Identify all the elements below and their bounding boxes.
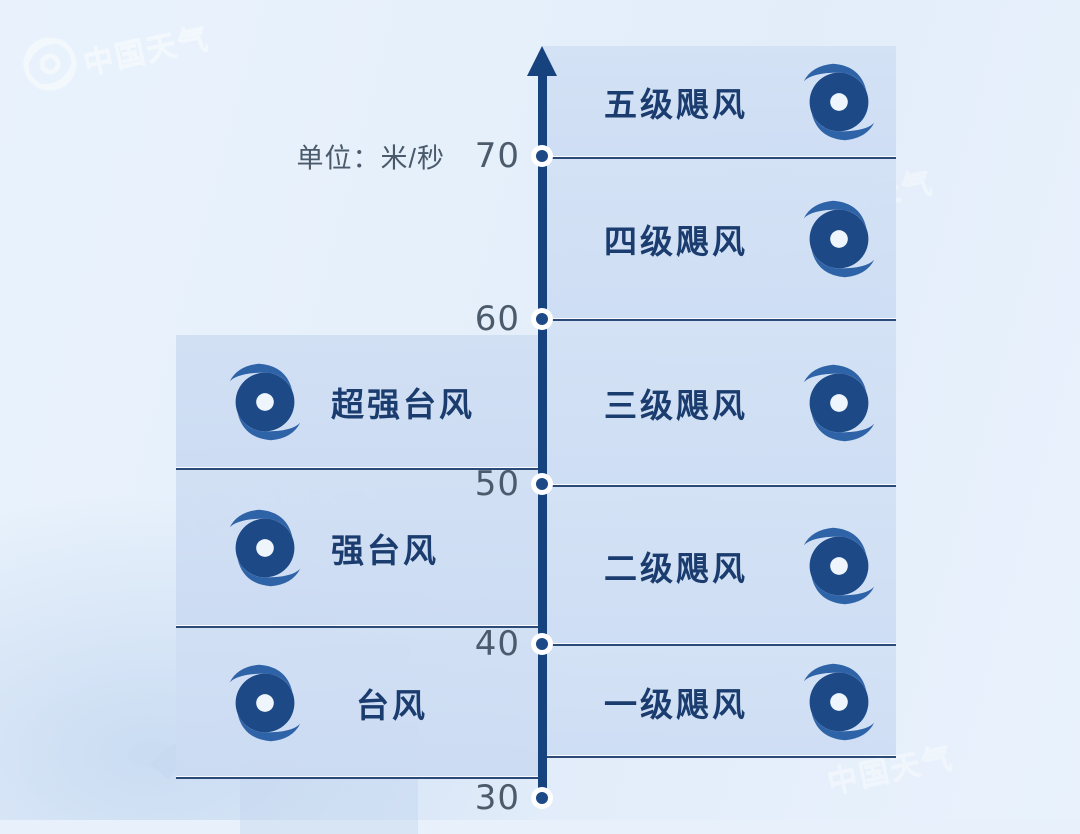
- cyclone-icon: [790, 517, 888, 615]
- watermark-text: 中国天气: [80, 24, 212, 82]
- axis-tick-label: 70: [474, 136, 520, 176]
- wind-speed-axis: 单位：米/秒 70 60 50 40 30: [296, 46, 557, 818]
- hurricane-scale-column: 五级飓风 四级飓风: [542, 46, 896, 758]
- cyclone-icon: [790, 190, 888, 288]
- hurricane-band-label: 三级飓风: [604, 387, 748, 424]
- band-divider: [542, 156, 896, 159]
- band-divider: [542, 484, 896, 487]
- band-divider: [542, 755, 896, 758]
- axis-tick-label: 50: [474, 464, 520, 504]
- cyclone-icon: [790, 653, 888, 751]
- hurricane-band-cat1: 一级飓风: [542, 646, 896, 757]
- hurricane-band-cat3: 三级飓风: [542, 321, 896, 485]
- cyclone-icon: [790, 53, 888, 151]
- typhoon-band-strong: 强台风: [176, 470, 546, 625]
- band-divider: [176, 467, 546, 470]
- cyclone-icon: [216, 499, 314, 597]
- hurricane-band-cat5: 五级飓风: [542, 46, 896, 157]
- axis-tick-40: 40: [475, 624, 553, 664]
- hurricane-band-label: 五级飓风: [604, 85, 748, 123]
- typhoon-band-label: 台风: [356, 687, 428, 724]
- hurricane-band-cat4: 四级飓风: [542, 159, 896, 319]
- band-divider: [176, 776, 546, 779]
- hurricane-band-label: 二级飓风: [604, 549, 748, 587]
- cyclone-icon: [790, 354, 888, 452]
- axis-unit-label: 单位：米/秒: [296, 143, 445, 174]
- axis-tick-label: 60: [474, 299, 520, 339]
- typhoon-band-label: 强台风: [331, 531, 439, 569]
- cyclone-icon: [216, 654, 314, 752]
- axis-tick-30: 30: [475, 778, 553, 818]
- axis-tick-label: 30: [474, 778, 520, 818]
- axis-line: [538, 70, 547, 800]
- watermark: 中国天气: [14, 24, 224, 102]
- hurricane-band-cat2: 二级飓风: [542, 487, 896, 644]
- typhoon-band-normal: 台风: [176, 628, 546, 778]
- band-divider: [542, 318, 896, 321]
- axis-tick-60: 60: [475, 299, 553, 339]
- cyclone-icon: [216, 353, 314, 451]
- band-divider: [176, 625, 546, 628]
- axis-tick-label: 40: [474, 624, 520, 664]
- typhoon-scale-column: 超强台风 强台风: [176, 335, 546, 779]
- axis-tick-50: 50: [475, 464, 553, 504]
- hurricane-band-label: 一级飓风: [604, 685, 748, 723]
- typhoon-band-super: 超强台风: [176, 335, 546, 468]
- hurricane-band-label: 四级飓风: [604, 223, 748, 260]
- axis-tick-70: 单位：米/秒 70: [296, 136, 553, 176]
- band-divider: [542, 643, 896, 646]
- typhoon-band-label: 超强台风: [331, 385, 475, 423]
